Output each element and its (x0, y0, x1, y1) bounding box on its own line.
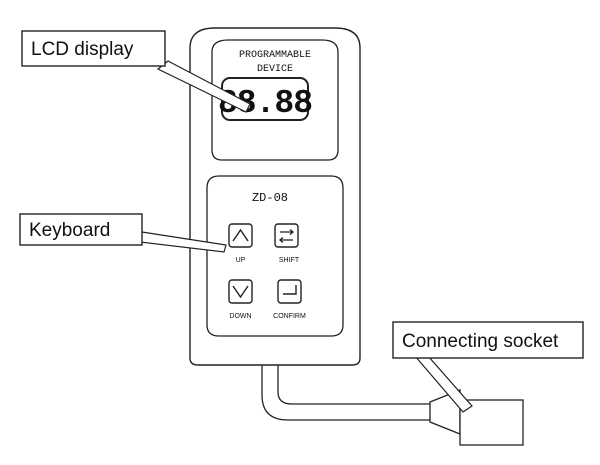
confirm-key[interactable] (277, 279, 302, 304)
shift-arrows-icon (278, 229, 295, 243)
chevron-up-icon (232, 228, 249, 242)
keyboard-callout: Keyboard (19, 213, 227, 253)
enter-icon (283, 285, 297, 295)
socket-callout-label: Connecting socket (402, 331, 559, 352)
socket-callout: Connecting socket (392, 321, 584, 413)
chevron-down-icon (232, 285, 249, 299)
cable (261, 360, 430, 421)
shift-key-label: SHIFT (279, 257, 300, 264)
model-label: ZD-08 (252, 191, 288, 205)
keyboard-callout-label: Keyboard (29, 220, 110, 241)
device-header-line1: PROGRAMMABLE (239, 50, 311, 61)
shift-key[interactable] (274, 223, 299, 248)
up-key-label: UP (236, 257, 246, 264)
up-key[interactable] (228, 223, 253, 248)
connector-plug (429, 389, 524, 446)
down-key[interactable] (228, 279, 253, 304)
device-header-line2: DEVICE (257, 64, 293, 75)
down-key-label: DOWN (229, 313, 251, 320)
lcd-callout-label: LCD display (31, 39, 134, 60)
confirm-key-label: CONFIRM (273, 313, 306, 320)
lcd-callout: LCD display (21, 30, 251, 113)
